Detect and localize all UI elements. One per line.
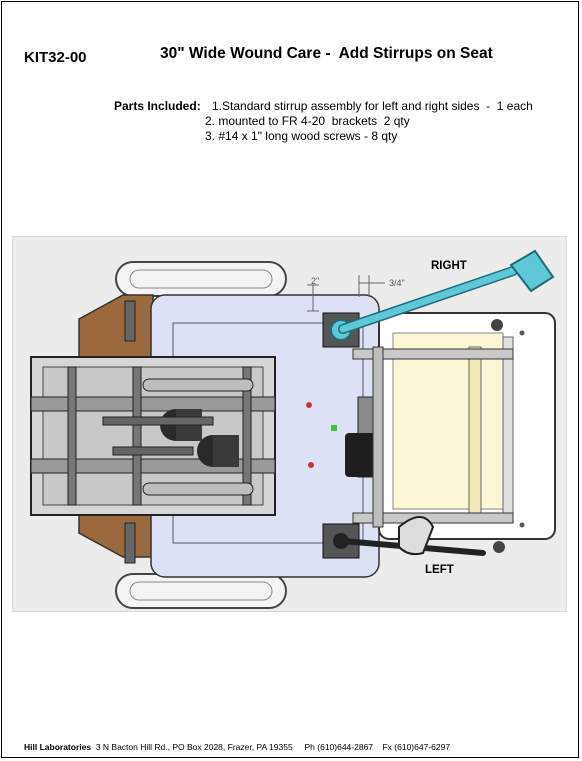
right-stirrup-bar (339, 267, 517, 333)
top-bolster (115, 261, 287, 297)
parts-item-3: 3. #14 x 1" long wood screws - 8 qty (205, 129, 398, 143)
company-name: Hill Laboratories (24, 742, 92, 752)
actuator (345, 433, 379, 477)
company-address: 3 N Bacton Hill Rd., PO Box 2028, Frazer… (95, 742, 293, 752)
parts-item-1: 1.Standard stirrup assembly for left and… (212, 99, 533, 113)
foot-pad (392, 332, 504, 510)
stirrup-assembly-drawing: RIGHT LEFT 2" 3/4" (12, 236, 567, 612)
parts-row: 3. #14 x 1" long wood screws - 8 qty (114, 129, 533, 144)
left-label: LEFT (425, 564, 454, 576)
bottom-bolster (115, 573, 287, 609)
company-phone: Ph (610)644-2867 (304, 742, 374, 752)
company-fax: Fx (610)647-6297 (382, 742, 451, 752)
parts-item-2: 2. mounted to FR 4-20 brackets 2 qty (205, 114, 410, 128)
drawing-svg (30, 249, 556, 609)
parts-label: Parts Included: (114, 99, 201, 113)
dim-horizontal: 3/4" (389, 278, 405, 288)
left-stirrup-grip (398, 516, 435, 556)
page-title: 30" Wide Wound Care - Add Stirrups on Se… (160, 45, 493, 62)
parts-row: Parts Included: 1.Standard stirrup assem… (114, 99, 533, 114)
footer: Hill Laboratories 3 N Bacton Hill Rd., P… (24, 742, 450, 752)
dim-vertical: 2" (311, 276, 320, 286)
right-stirrup-grip (509, 249, 555, 293)
right-label: RIGHT (431, 260, 467, 272)
parts-row: 2. mounted to FR 4-20 brackets 2 qty (114, 114, 533, 129)
kit-code: KIT32-00 (24, 49, 87, 66)
parts-list: Parts Included: 1.Standard stirrup assem… (114, 99, 533, 144)
